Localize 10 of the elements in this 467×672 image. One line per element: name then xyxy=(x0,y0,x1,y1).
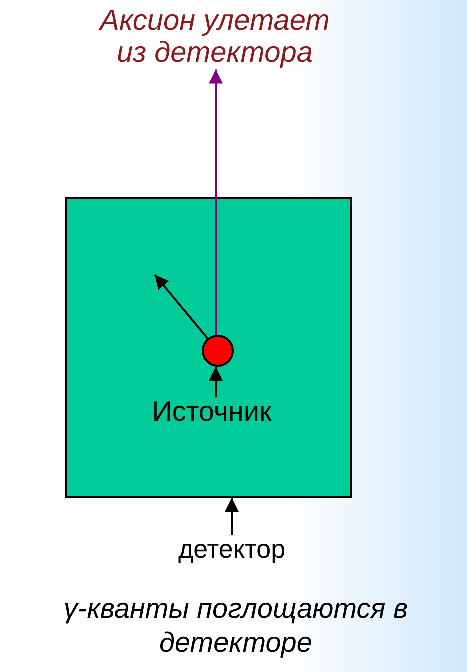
detector-label: детектор xyxy=(178,535,286,564)
source-label: Источник xyxy=(152,397,272,428)
source-circle xyxy=(202,335,234,367)
axion-label: Аксион улетает из детектора xyxy=(97,6,333,70)
arrow xyxy=(225,498,239,535)
caption-text: γ-кванты поглощаются в детекторе xyxy=(62,592,410,660)
detector-box xyxy=(65,197,352,498)
arrow xyxy=(209,367,223,397)
arrow xyxy=(209,70,223,335)
direction-arrow xyxy=(154,274,209,340)
